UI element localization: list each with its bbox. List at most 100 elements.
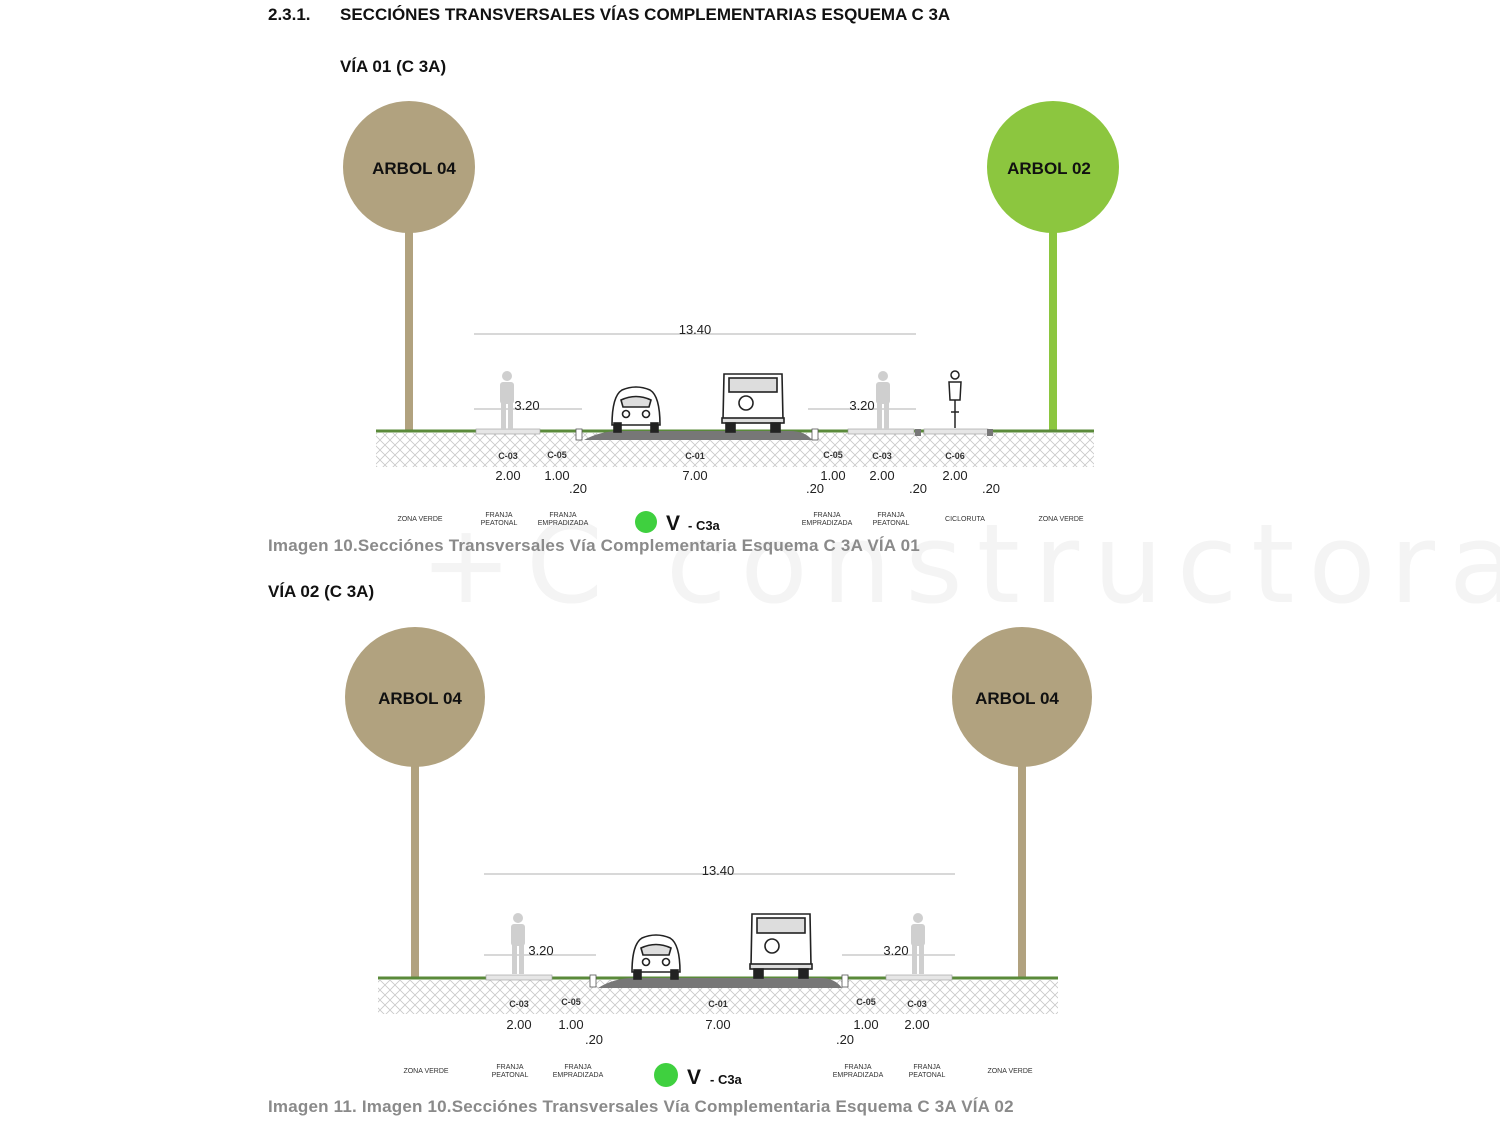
via2-zone-label: ZONA VERDE	[403, 1068, 448, 1075]
via1-measure: .20	[569, 481, 587, 496]
via1-measure: 2.00	[942, 468, 967, 483]
legend-dot	[654, 1063, 678, 1087]
via1-zone-label: CICLORUTA	[945, 516, 985, 523]
via1-code: C-05	[823, 450, 843, 460]
via2-left-sidewalk-width: 3.20	[528, 943, 553, 958]
via1-zone-label: ZONA VERDE	[1038, 516, 1083, 523]
via2-caption: Imagen 11. Imagen 10.Secciónes Transvers…	[268, 1097, 1014, 1116]
via1-code: C-01	[685, 451, 705, 461]
via2-measure: .20	[585, 1032, 603, 1047]
via1-measure: 7.00	[682, 468, 707, 483]
via2-sidewalk-left	[485, 974, 553, 981]
tree-label: ARBOL 04	[372, 159, 456, 178]
via1-total-width: 13.40	[679, 322, 712, 337]
via1-bollard	[987, 429, 993, 436]
tree-canopy	[343, 101, 475, 233]
via1-right-sidewalk-width: 3.20	[849, 398, 874, 413]
via1-caption: Imagen 10.Secciónes Transversales Vía Co…	[268, 536, 920, 555]
tree-canopy	[345, 627, 485, 767]
via2-car-jeep	[749, 913, 813, 979]
via1-code: C-05	[547, 450, 567, 460]
via1-legend: V - C3a	[635, 511, 721, 535]
legend-v: V	[687, 1066, 701, 1089]
legend-sub: - C3a	[688, 518, 721, 533]
tree-label: ARBOL 02	[1007, 159, 1091, 178]
via2-right-sidewalk-width: 3.20	[883, 943, 908, 958]
watermark: +C constructora	[420, 500, 1500, 628]
via2-code: C-03	[907, 999, 927, 1009]
via1-cyclist	[948, 370, 962, 428]
via1-curb-right	[811, 428, 819, 441]
tree-label: ARBOL 04	[378, 689, 462, 708]
via2-code: C-05	[561, 997, 581, 1007]
via1-roadway	[584, 431, 812, 440]
via1-car-jeep	[721, 373, 785, 433]
legend-sub: - C3a	[710, 1072, 743, 1087]
tree-trunk	[411, 760, 419, 978]
via2-pedestrian-right	[911, 913, 925, 974]
via2-curb-right	[841, 974, 849, 988]
via1-car-beetle	[611, 386, 661, 433]
via2-curb-left	[589, 974, 597, 988]
via2-measure: 2.00	[506, 1017, 531, 1032]
via1-tree-right: ARBOL 02	[987, 101, 1119, 432]
via1-sidewalk-right	[847, 428, 915, 435]
via1-pedestrian-right	[876, 371, 890, 429]
via1-pedestrian-left	[500, 371, 514, 429]
via1-zone-label: ZONA VERDE	[397, 516, 442, 523]
via2-code: C-03	[509, 999, 529, 1009]
legend-dot	[635, 511, 657, 533]
via2-measure: .20	[836, 1032, 854, 1047]
via2-measure: 1.00	[558, 1017, 583, 1032]
tree-canopy	[952, 627, 1092, 767]
via1-measure: 2.00	[495, 468, 520, 483]
via2-zone-label: ZONA VERDE	[987, 1068, 1032, 1075]
via1-code: C-06	[945, 451, 965, 461]
via2-section-diagram: ARBOL 04 ARBOL 04 13.40 3.20 3.20	[345, 627, 1092, 1089]
via2-measure: 1.00	[853, 1017, 878, 1032]
legend-v: V	[666, 512, 680, 535]
via2-total-width: 13.40	[702, 863, 735, 878]
via2-pedestrian-left	[511, 913, 525, 974]
tree-trunk	[405, 230, 413, 432]
via1-measure: .20	[806, 481, 824, 496]
via1-measure: .20	[909, 481, 927, 496]
via2-legend: V - C3a	[654, 1063, 743, 1089]
via2-code: C-05	[856, 997, 876, 1007]
via1-measure: 1.00	[820, 468, 845, 483]
via1-measure: 1.00	[544, 468, 569, 483]
via1-measure: 2.00	[869, 468, 894, 483]
tree-trunk	[1018, 760, 1026, 978]
via1-left-sidewalk-width: 3.20	[514, 398, 539, 413]
via2-roadway	[598, 978, 842, 988]
via1-curb-left	[575, 428, 583, 441]
via2-measure: 2.00	[904, 1017, 929, 1032]
via1-code: C-03	[872, 451, 892, 461]
via2-measure: 7.00	[705, 1017, 730, 1032]
via1-code: C-03	[498, 451, 518, 461]
via1-measure: .20	[982, 481, 1000, 496]
via2-car-beetle	[631, 934, 681, 980]
section-number: 2.3.1.	[268, 5, 311, 24]
tree-trunk	[1049, 230, 1057, 432]
via1-sidewalk-left	[475, 428, 541, 435]
via1-bollard	[915, 429, 921, 436]
via2-heading: VÍA 02 (C 3A)	[268, 582, 375, 601]
via2-tree-left: ARBOL 04	[345, 627, 485, 978]
via1-heading: VÍA 01 (C 3A)	[340, 57, 447, 76]
via2-code: C-01	[708, 999, 728, 1009]
via1-tree-left: ARBOL 04	[343, 101, 475, 432]
via1-bike-lane	[923, 428, 989, 435]
tree-label: ARBOL 04	[975, 689, 1059, 708]
via2-sidewalk-right	[885, 974, 953, 981]
section-title: SECCIÓNES TRANSVERSALES VÍAS COMPLEMENTA…	[340, 5, 951, 24]
via1-section-diagram: ARBOL 04 ARBOL 02 13.40 3.20 3.20	[343, 101, 1119, 535]
